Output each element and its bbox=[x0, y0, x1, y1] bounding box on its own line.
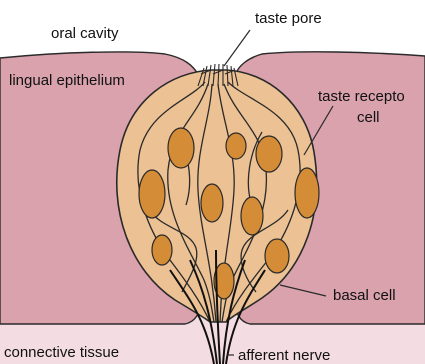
label-oral-cavity: oral cavity bbox=[51, 26, 119, 41]
nucleus bbox=[226, 133, 246, 159]
nucleus bbox=[241, 197, 263, 235]
label-taste-pore: taste pore bbox=[255, 11, 322, 26]
label-lingual-epithelium: lingual epithelium bbox=[9, 73, 125, 88]
nucleus bbox=[256, 136, 282, 172]
label-connective-tissue: connective tissue bbox=[4, 345, 119, 360]
nucleus bbox=[295, 168, 319, 218]
nucleus bbox=[139, 170, 165, 218]
nucleus bbox=[152, 235, 172, 265]
label-taste-receptor-cell-line2: cell bbox=[357, 110, 380, 125]
label-taste-receptor-cell-line1: taste recepto bbox=[318, 89, 405, 104]
label-afferent-nerve: afferent nerve bbox=[238, 348, 330, 363]
nucleus bbox=[265, 239, 289, 273]
nucleus bbox=[201, 184, 223, 222]
nucleus bbox=[168, 128, 194, 168]
label-basal-cell: basal cell bbox=[333, 288, 396, 303]
